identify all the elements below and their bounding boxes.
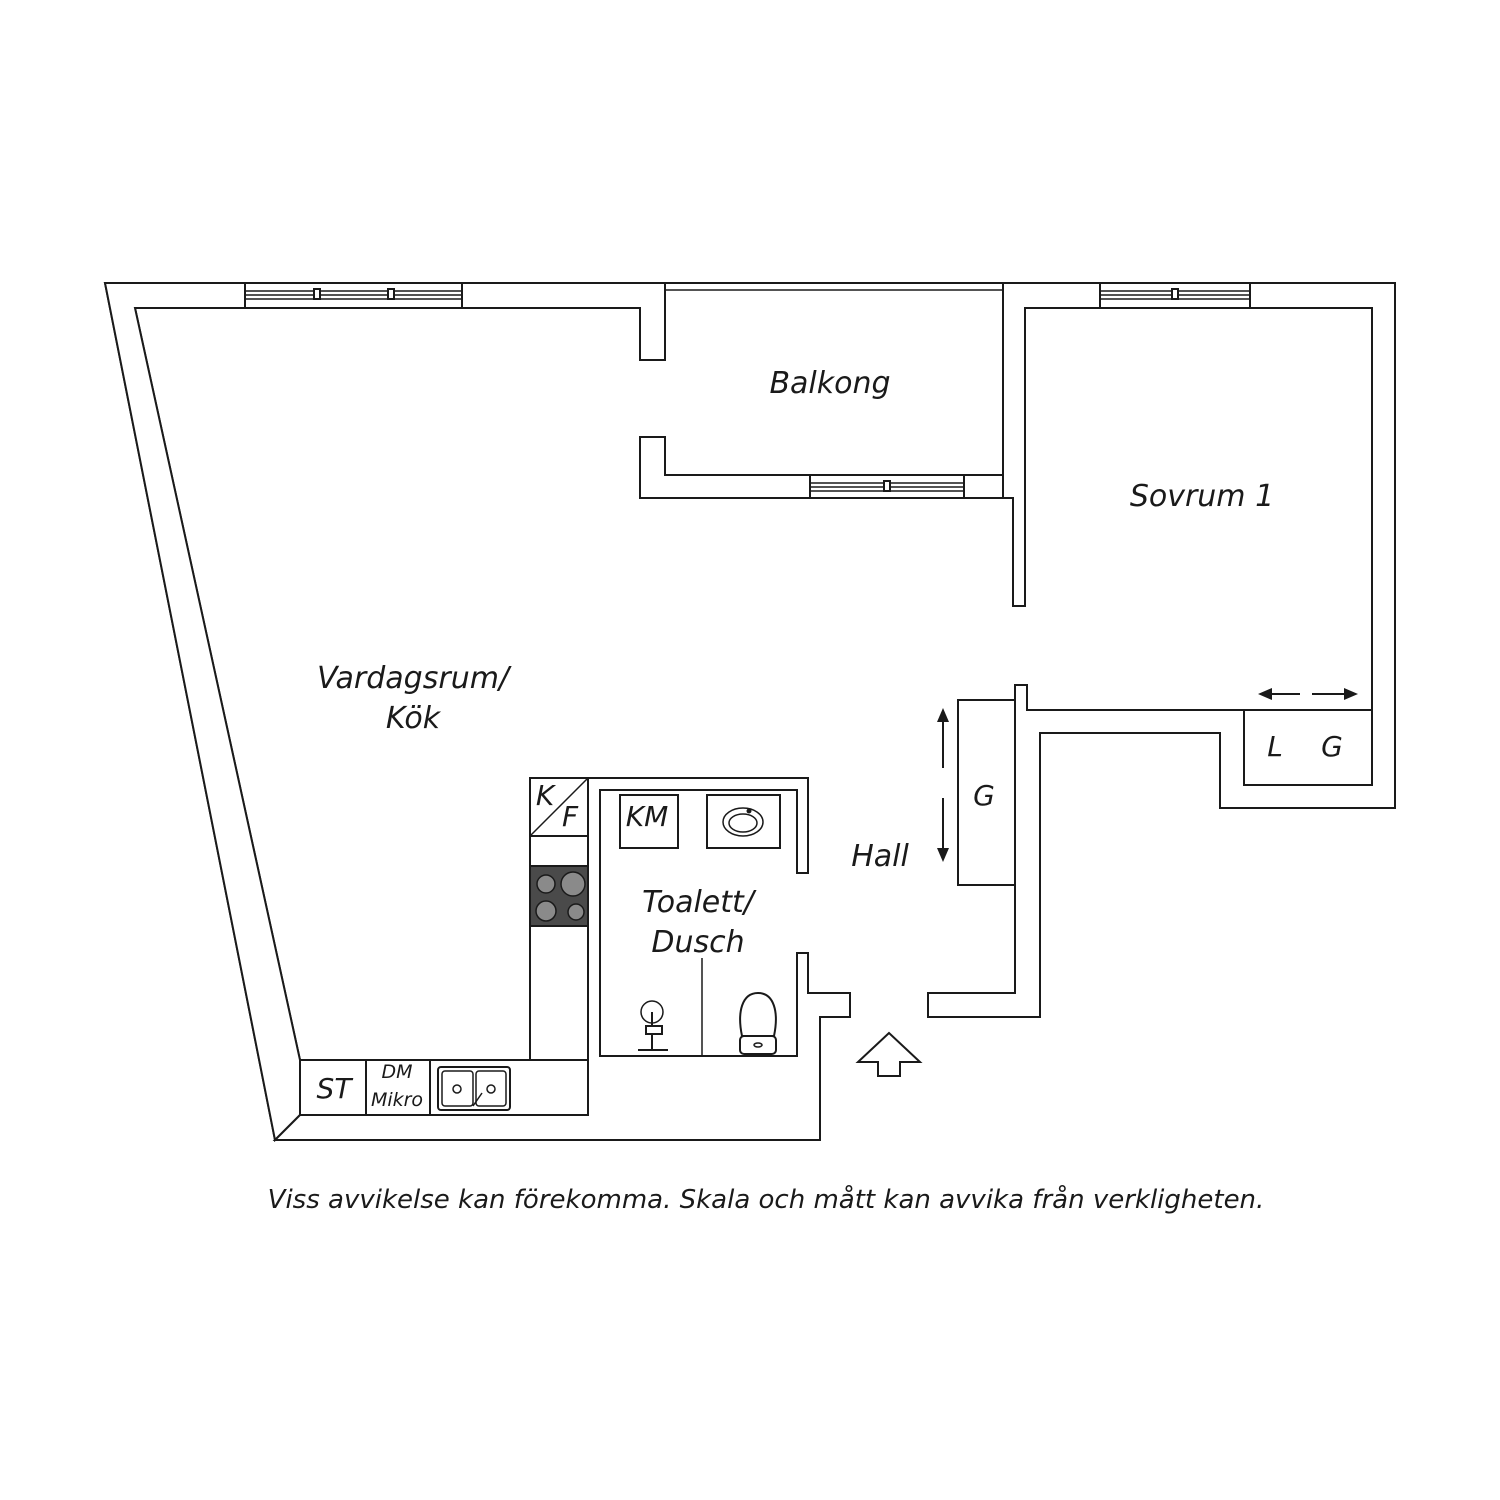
entrance-arrow-icon [855,1031,923,1077]
label-balkong: Balkong [769,366,890,401]
bathroom-sink [706,794,781,849]
disclaimer: Viss avvikelse kan förekomma. Skala och … [268,1184,1265,1215]
stove-cabinet [299,1059,367,1116]
hall [855,699,1016,1077]
label-vardagsrum: Vardagsrum/ [317,661,512,696]
hall-sliding-arrow-icon [937,708,949,862]
label-toalett: Toalett/ [642,885,757,920]
window-balcony-door [809,474,965,499]
shower-icon [638,1000,668,1051]
washing-machine [619,794,679,849]
fixture-labels: K F KM ST DM Mikro G L G [317,730,1343,1111]
room-labels: Balkong Sovrum 1 Vardagsrum/ Kök Toalett… [317,366,1274,960]
kitchen [299,777,589,1116]
window-bedroom [1099,282,1251,309]
wall-bedroom-right [927,282,1396,1018]
label-bedroom-g: G [1321,730,1343,763]
label-st: ST [317,1072,354,1105]
label-f: F [562,800,579,833]
washbasin-icon [722,807,764,837]
label-dusch: Dusch [651,925,744,960]
label-mikro: Mikro [371,1089,423,1111]
toilet-icon [739,991,777,1055]
walls [103,282,1396,1143]
stove [529,865,589,927]
bathroom [619,794,781,1056]
wall-balcony-lower [639,282,1026,607]
label-kok: Kök [386,701,442,736]
dishwasher-micro [365,1059,431,1116]
hall-wardrobe [957,699,1016,886]
label-km: KM [626,800,669,833]
label-bedroom-l: L [1267,730,1283,763]
windows [244,282,1251,499]
label-hall-wardrobe: G [973,779,995,812]
kitchen-sink-icon [437,1066,511,1111]
wall-bedroom [1002,282,1101,607]
window-living [244,282,463,309]
bedroom-sliding-arrow-icon [1258,688,1358,700]
label-dm: DM [381,1061,412,1083]
bedroom-wardrobe [1243,709,1373,786]
wall-living-top-right [461,282,666,361]
label-k: K [536,779,557,812]
wall-living-left [103,282,301,1143]
label-hall: Hall [851,839,909,874]
label-sovrum: Sovrum 1 [1130,479,1274,514]
